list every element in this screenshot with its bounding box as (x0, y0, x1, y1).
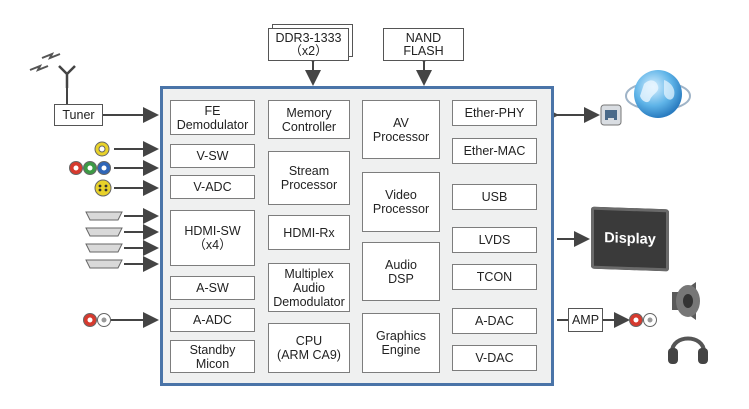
a-adc-block: A-ADC (170, 308, 255, 332)
graphics-engine-block: Graphics Engine (362, 313, 440, 373)
stream-processor-block: Stream Processor (268, 151, 350, 205)
a-sw-block: A-SW (170, 276, 255, 300)
svideo-jack-icon (94, 179, 112, 197)
ether-mac-block: Ether-MAC (452, 138, 537, 164)
v-dac-block: V-DAC (452, 345, 537, 371)
globe-icon (625, 70, 691, 118)
component-jack-icon (69, 161, 111, 175)
audio-out-jack-icon (629, 313, 657, 327)
hdmi-port-icons (85, 211, 123, 269)
video-processor-block: Video Processor (362, 172, 440, 232)
speaker-icon (672, 282, 700, 320)
composite-jack-icon (94, 141, 110, 157)
ddr-box: DDR3-1333 （x2） (268, 28, 349, 61)
amp-box: AMP (568, 308, 603, 332)
tuner-box: Tuner (54, 104, 103, 126)
a-dac-block: A-DAC (452, 308, 537, 334)
ether-phy-block: Ether-PHY (452, 100, 537, 126)
lvds-block: LVDS (452, 227, 537, 253)
v-adc-block: V-ADC (170, 175, 255, 199)
cpu-block: CPU (ARM CA9) (268, 323, 350, 373)
nand-box: NAND FLASH (383, 28, 464, 61)
audio-dsp-block: Audio DSP (362, 242, 440, 301)
av-processor-block: AV Processor (362, 100, 440, 159)
display-label: Display (604, 230, 656, 248)
memory-controller-block: Memory Controller (268, 100, 350, 139)
display-panel: Display (591, 206, 669, 272)
tcon-block: TCON (452, 264, 537, 290)
antenna-icon (29, 52, 76, 88)
standby-micon-block: Standby Micon (170, 340, 255, 373)
lan-port-icon (600, 104, 622, 126)
v-sw-block: V-SW (170, 144, 255, 168)
multiplex-audio-demodulator-block: Multiplex Audio Demodulator (268, 263, 350, 312)
hdmi-sw-block: HDMI-SW （x4） (170, 210, 255, 266)
usb-block: USB (452, 184, 537, 210)
headphones-icon (668, 336, 708, 364)
audio-in-jack-icon (83, 313, 111, 327)
hdmi-rx-block: HDMI-Rx (268, 215, 350, 250)
fe-demodulator-block: FE Demodulator (170, 100, 255, 135)
